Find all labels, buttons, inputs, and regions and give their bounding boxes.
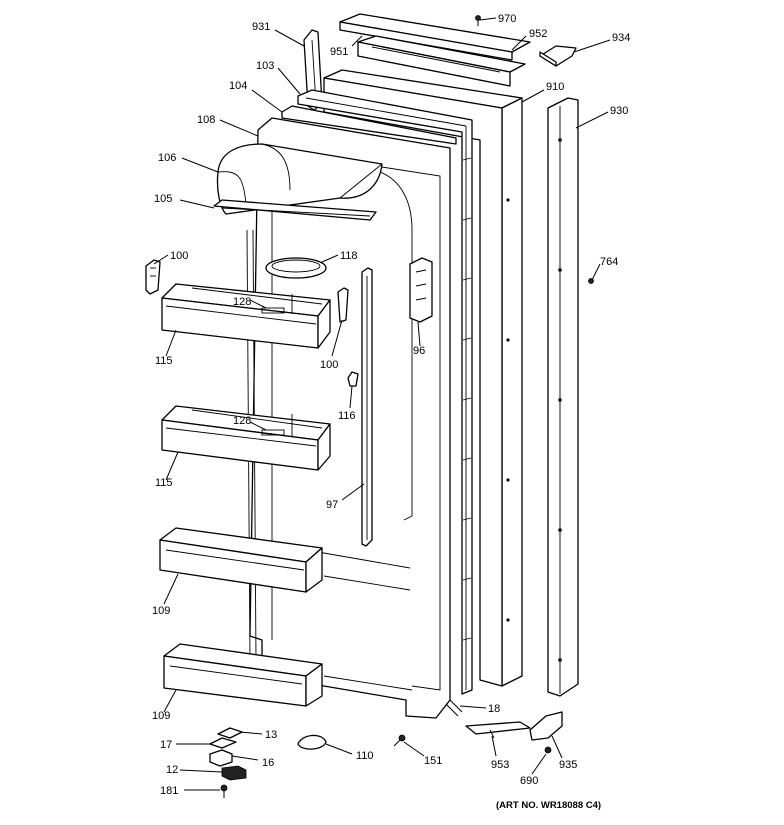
callout-106: 106: [158, 152, 176, 164]
gasket-rungs: [462, 157, 472, 641]
part-17-washer: [209, 737, 237, 749]
callout-970: 970: [498, 13, 516, 25]
callout-100-upper: 100: [170, 250, 188, 262]
callout-108: 108: [197, 114, 215, 126]
door-parts: [145, 13, 594, 798]
callout-953: 953: [491, 759, 509, 771]
callout-110: 110: [356, 750, 374, 762]
callout-100-lower: 100: [320, 359, 338, 371]
callout-934: 934: [612, 32, 630, 44]
callout-910: 910: [546, 81, 564, 93]
callout-97: 97: [326, 499, 338, 511]
callout-128-lower: 128: [233, 415, 251, 427]
callout-13: 13: [265, 729, 277, 741]
part-953-lower-bracket: [465, 721, 531, 739]
part-100-shelf-clip-left: [145, 259, 161, 295]
part-116-button: [347, 371, 359, 387]
callout-109-bottom: 109: [152, 710, 170, 722]
callout-104: 104: [229, 80, 247, 92]
part-100-shelf-clip-right: [337, 287, 349, 323]
part-930-handle-bar: [547, 97, 579, 697]
callout-96: 96: [413, 345, 425, 357]
callout-118: 118: [340, 250, 358, 262]
callout-103: 103: [256, 60, 274, 72]
callout-935: 935: [559, 759, 577, 771]
part-109-bin-bottom: [163, 643, 323, 707]
part-115-bin-upper: [161, 283, 331, 349]
part-935-lower-hinge: [529, 711, 563, 741]
callout-18: 18: [488, 703, 500, 715]
callout-952: 952: [529, 28, 547, 40]
callout-labels: 931 951 970 952 934 103 104 910 930 108 …: [152, 13, 630, 811]
part-18-hinge-strip: [445, 699, 463, 717]
leader-lines: [153, 17, 611, 791]
part-106-dairy-cover: [216, 143, 383, 215]
art-number: (ART NO. WR18088 C4): [496, 800, 601, 811]
callout-151: 151: [424, 755, 442, 767]
part-13-hinge-plate: [217, 727, 243, 739]
callout-128-upper: 128: [233, 296, 251, 308]
part-109-bin-middle: [159, 527, 323, 593]
part-151-screw: [393, 734, 406, 747]
callout-951: 951: [330, 46, 348, 58]
callout-105: 105: [154, 193, 172, 205]
part-118-oval-insert: [265, 257, 327, 279]
part-97-vertical-rail: [361, 267, 373, 547]
part-104-strip: [281, 105, 457, 145]
callout-16: 16: [262, 757, 274, 769]
part-16-hinge-block: [209, 749, 233, 767]
callout-115-lower: 115: [155, 477, 173, 489]
part-970-screw: [475, 15, 481, 26]
callout-109-middle: 109: [152, 605, 170, 617]
part-690-screw: [544, 746, 552, 754]
part-934-hinge-bracket: [539, 45, 577, 67]
part-181-screw: [220, 784, 228, 798]
part-910-outer-door: [323, 69, 523, 687]
callout-764: 764: [600, 256, 618, 268]
callout-931: 931: [252, 21, 270, 33]
callout-12: 12: [166, 764, 178, 776]
callout-690: 690: [520, 775, 538, 787]
part-12-cam: [221, 765, 247, 781]
part-103-gasket: [297, 89, 473, 695]
part-105-hinge-strip: [213, 199, 377, 221]
part-110-door-stop: [297, 734, 327, 750]
callout-930: 930: [610, 105, 628, 117]
part-115-bin-lower: [161, 405, 331, 471]
part-952-door-cap: [339, 13, 531, 87]
callout-17: 17: [160, 739, 172, 751]
part-96-shelf-support: [409, 257, 433, 323]
callout-115-upper: 115: [155, 355, 173, 367]
callout-116: 116: [338, 410, 356, 422]
callout-181: 181: [160, 785, 178, 797]
